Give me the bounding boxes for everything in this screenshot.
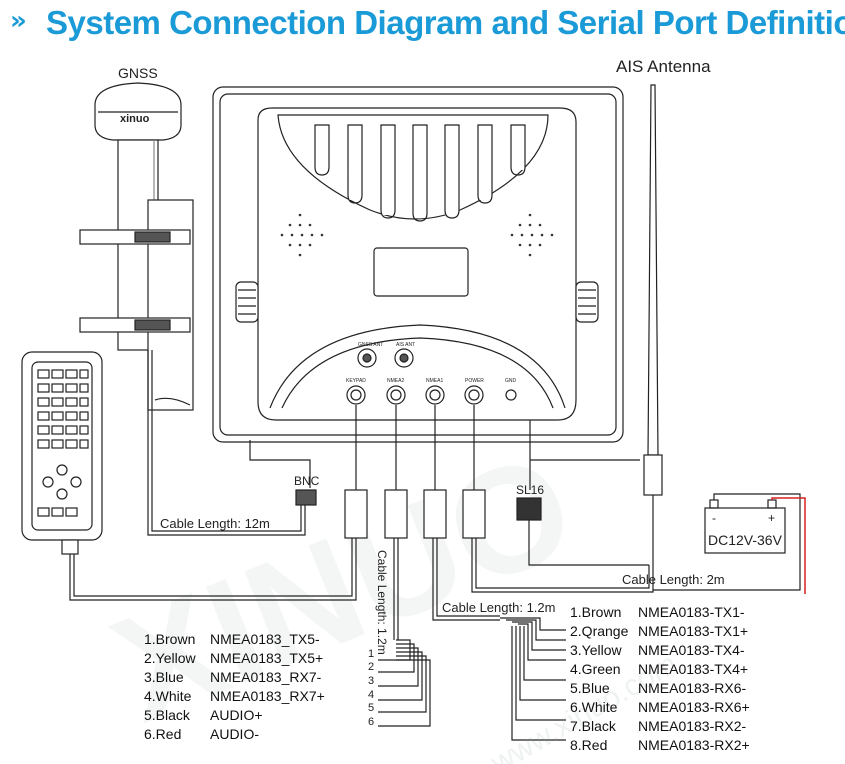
keypad-unit (21, 351, 103, 555)
ais-antenna (643, 84, 663, 565)
cable-1-2m-vertical-label: Cable Length: 1.2m (375, 550, 389, 655)
port-label: AIS ANT (396, 342, 415, 348)
page-header: » System Connection Diagram and Serial P… (0, 0, 845, 44)
wire-number: 5 (368, 702, 374, 714)
port-panel (346, 348, 517, 405)
wire-number: 1 (368, 648, 374, 660)
gnss-antenna (79, 82, 194, 411)
ais-antenna-label: AIS Antenna (616, 57, 711, 76)
power-plus-label: + (768, 511, 775, 525)
port-label: NMEA1 (426, 378, 443, 384)
gnss-label: GNSS (118, 65, 158, 81)
port-label: KEYPAD (346, 378, 366, 384)
port-label: GND (505, 378, 517, 384)
gnss-brand-logo: xinuo (120, 113, 150, 125)
cable-12m-label: Cable Length: 12m (160, 516, 270, 531)
port-label: GNSS ANT (358, 342, 383, 348)
wire-number: 2 (368, 661, 374, 673)
port-label: POWER (465, 378, 484, 384)
sl16-label: SL16 (516, 483, 544, 497)
cable-1-2m-horizontal-label: Cable Length: 1.2m (442, 600, 555, 615)
cables (69, 350, 806, 741)
port-label: NMEA2 (387, 378, 404, 384)
display-unit (212, 86, 624, 443)
wire-number: 6 (368, 716, 374, 728)
wire-number: 3 (368, 675, 374, 687)
bnc-label: BNC (294, 474, 320, 488)
connection-diagram: XINUO (21, 57, 806, 764)
chevron-icon: » (10, 6, 27, 36)
cable-2m-label: Cable Length: 2m (622, 572, 725, 587)
power-supply-label: DC12V-36V (708, 532, 783, 548)
page-title: System Connection Diagram and Serial Por… (46, 4, 845, 41)
wire-number: 4 (368, 689, 374, 701)
power-minus-label: - (712, 511, 716, 525)
